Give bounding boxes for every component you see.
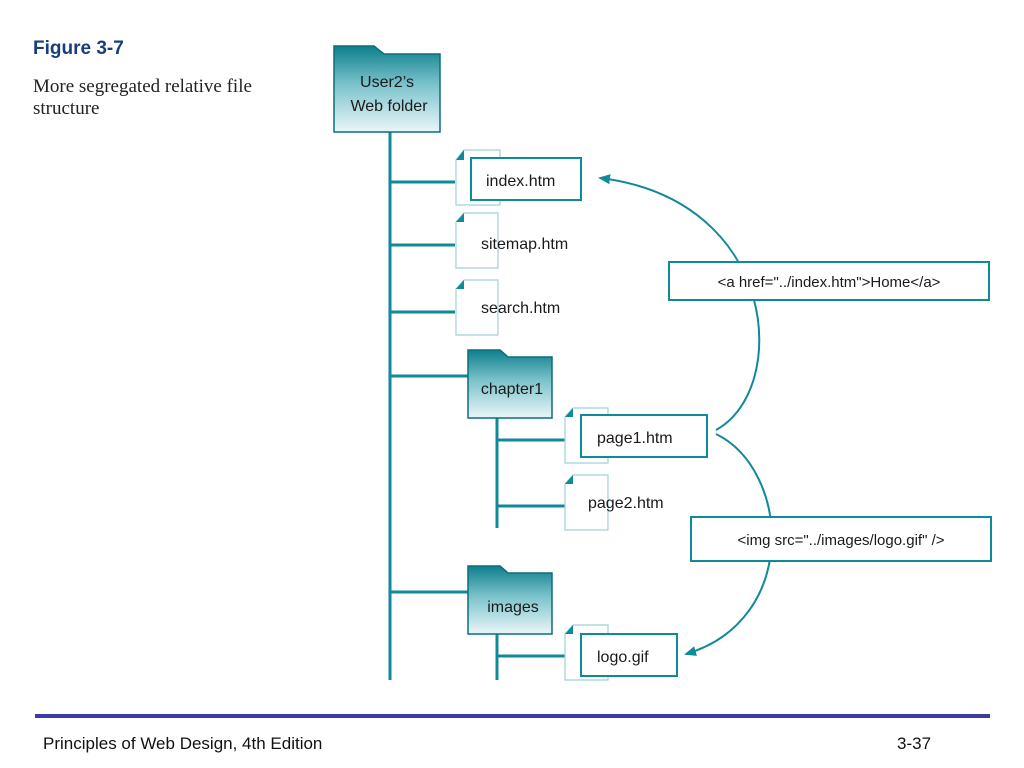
folder-icon-root: User2’s Web folder [333, 45, 441, 133]
footer-page-number: 3-37 [897, 734, 932, 753]
file-label: search.htm [481, 300, 560, 317]
root-folder-label-line1: User2’s [360, 74, 414, 91]
file-label: logo.gif [597, 649, 649, 666]
code-label: <a href="../index.htm">Home</a> [718, 274, 941, 291]
file-page1-htm: page1.htm [564, 407, 708, 464]
file-logo-gif: logo.gif [564, 624, 678, 681]
file-label: index.htm [486, 173, 555, 190]
folder-label-chapter1: chapter1 [481, 381, 543, 398]
code-label: <img src="../images/logo.gif" /> [738, 532, 945, 549]
link-arrow-home [598, 174, 761, 431]
file-structure-diagram: User2’s Web folder index.htm sitemap.htm… [333, 45, 992, 681]
tree-lines [388, 130, 565, 680]
file-label: sitemap.htm [481, 236, 568, 253]
file-label: page1.htm [597, 430, 673, 447]
code-callout-home: <a href="../index.htm">Home</a> [668, 261, 990, 301]
folder-icon-chapter1: chapter1 [467, 349, 553, 419]
figure-caption: More segregated relative file structure [33, 76, 252, 119]
folder-label-images: images [487, 599, 539, 616]
file-sitemap-htm: sitemap.htm [455, 212, 568, 269]
figure-number: Figure 3-7 [33, 38, 124, 59]
file-search-htm: search.htm [455, 279, 560, 336]
root-folder-label-line2: Web folder [350, 98, 428, 115]
footer-book-title: Principles of Web Design, 4th Edition [43, 734, 323, 753]
file-label: page2.htm [588, 495, 664, 512]
file-page2-htm: page2.htm [564, 474, 664, 531]
footer-rule [35, 714, 990, 718]
file-index-htm: index.htm [455, 149, 582, 206]
folder-icon-images: images [467, 565, 553, 635]
code-callout-logo: <img src="../images/logo.gif" /> [690, 516, 992, 562]
